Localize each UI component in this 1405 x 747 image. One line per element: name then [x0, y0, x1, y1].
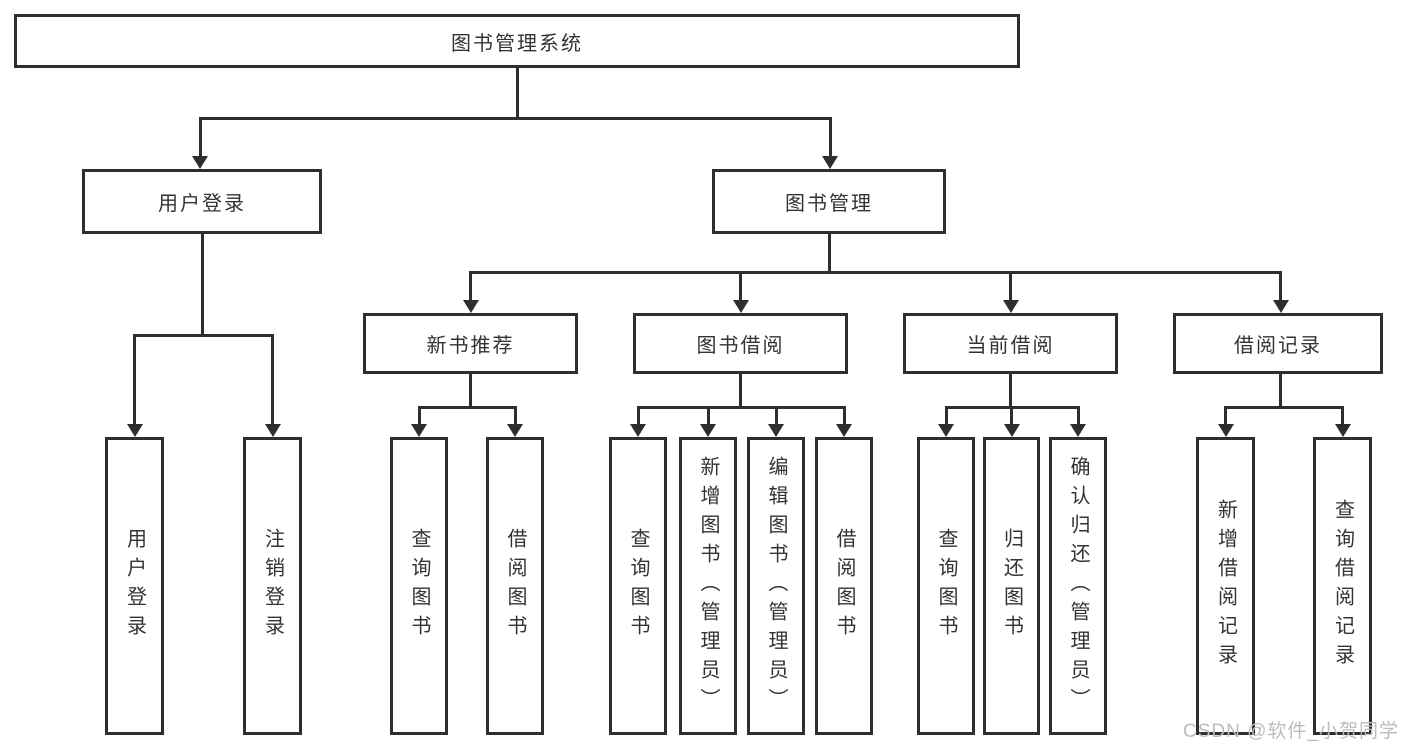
leaf-query-books-borrowing-label: 查询图书 [627, 528, 649, 644]
connector-line-vertical [739, 374, 742, 409]
arrowhead-down-icon [1003, 424, 1020, 437]
connector-line-vertical [636, 407, 640, 426]
arrowhead-down-icon [1334, 424, 1351, 437]
leaf-add-books-admin: 新增图书（管理员） [679, 437, 737, 735]
arrowhead-down-icon [700, 424, 716, 437]
leaf-borrow-books-recommend-label: 借阅图书 [504, 528, 526, 644]
connector-line-vertical [774, 407, 778, 426]
arrowhead-down-icon [507, 424, 523, 437]
connector-line-vertical [200, 234, 204, 337]
connector-line-horizontal [133, 333, 274, 337]
connector-line-vertical [198, 118, 202, 158]
arrowhead-down-icon [462, 300, 479, 313]
watermark: CSDN @软件_小贺同学 [1183, 721, 1399, 742]
arrowhead-down-icon [1070, 424, 1086, 437]
node-book-borrowing: 图书借阅 [633, 313, 848, 374]
connector-line-vertical [515, 68, 519, 120]
leaf-return-books: 归还图书 [983, 437, 1040, 735]
connector-line-vertical [828, 118, 832, 158]
arrowhead-down-icon [630, 424, 646, 437]
leaf-logout-login-label: 注销登录 [261, 528, 284, 644]
leaf-query-books-recommend: 查询图书 [390, 437, 448, 735]
leaf-add-books-admin-label: 新增图书（管理员） [697, 455, 719, 717]
connector-line-vertical [417, 407, 421, 426]
arrowhead-down-icon [836, 424, 852, 437]
leaf-query-books-current-label: 查询图书 [935, 528, 957, 644]
leaf-borrow-books: 借阅图书 [815, 437, 873, 735]
leaf-edit-books-admin: 编辑图书（管理员） [747, 437, 805, 735]
leaf-add-borrow-record-label: 新增借阅记录 [1214, 499, 1237, 673]
connector-line-vertical [944, 407, 948, 426]
connector-line-vertical [271, 335, 274, 426]
connector-line-horizontal [198, 116, 832, 120]
connector-line-horizontal [1224, 405, 1344, 409]
leaf-user-login-label: 用户登录 [123, 528, 146, 644]
connector-line-vertical [469, 272, 472, 302]
leaf-confirm-return-admin-label: 确认归还（管理员） [1067, 455, 1089, 717]
connector-line-vertical [1341, 407, 1344, 426]
arrowhead-down-icon [938, 424, 954, 437]
node-current-borrowing: 当前借阅 [903, 313, 1118, 374]
node-borrowing-records: 借阅记录 [1173, 313, 1383, 374]
connector-line-vertical [1009, 374, 1012, 409]
connector-line-vertical [827, 234, 831, 274]
leaf-query-borrow-record-label: 查询借阅记录 [1331, 499, 1354, 673]
arrowhead-down-icon [126, 424, 143, 437]
leaf-add-borrow-record: 新增借阅记录 [1196, 437, 1255, 735]
arrowhead-down-icon [192, 156, 208, 169]
connector-line-vertical [1279, 374, 1282, 409]
node-library-management-system: 图书管理系统 [14, 14, 1020, 68]
arrowhead-down-icon [768, 424, 784, 437]
leaf-borrow-books-recommend: 借阅图书 [486, 437, 544, 735]
connector-line-vertical [1076, 407, 1080, 426]
leaf-logout-login: 注销登录 [243, 437, 302, 735]
arrowhead-down-icon [822, 156, 838, 169]
node-user-login: 用户登录 [82, 169, 322, 234]
leaf-user-login: 用户登录 [105, 437, 164, 735]
connector-line-vertical [513, 407, 517, 426]
connector-line-vertical [133, 335, 136, 426]
arrowhead-down-icon [1272, 300, 1289, 313]
connector-line-vertical [1224, 407, 1227, 426]
connector-line-vertical [1009, 272, 1012, 302]
connector-line-vertical [1279, 272, 1282, 302]
arrowhead-down-icon [411, 424, 427, 437]
connector-line-vertical [1010, 407, 1013, 426]
arrowhead-down-icon [1217, 424, 1234, 437]
arrowhead-down-icon [264, 424, 281, 437]
leaf-query-books-current: 查询图书 [917, 437, 975, 735]
leaf-edit-books-admin-label: 编辑图书（管理员） [765, 455, 787, 717]
connector-line-vertical [739, 272, 742, 302]
leaf-query-books-borrowing: 查询图书 [609, 437, 667, 735]
connector-line-vertical [706, 407, 710, 426]
leaf-query-books-recommend-label: 查询图书 [408, 528, 430, 644]
leaf-borrow-books-label: 借阅图书 [833, 528, 855, 644]
leaf-confirm-return-admin: 确认归还（管理员） [1049, 437, 1107, 735]
leaf-return-books-label: 归还图书 [1000, 528, 1023, 644]
arrowhead-down-icon [732, 300, 749, 313]
node-new-book-recommend: 新书推荐 [363, 313, 578, 374]
arrowhead-down-icon [1002, 300, 1019, 313]
connector-line-horizontal [417, 405, 517, 409]
connector-line-vertical [469, 374, 472, 409]
connector-line-horizontal [636, 405, 846, 409]
connector-line-vertical [842, 407, 846, 426]
connector-line-horizontal [469, 270, 1282, 274]
node-book-management: 图书管理 [712, 169, 946, 234]
leaf-query-borrow-record: 查询借阅记录 [1313, 437, 1372, 735]
